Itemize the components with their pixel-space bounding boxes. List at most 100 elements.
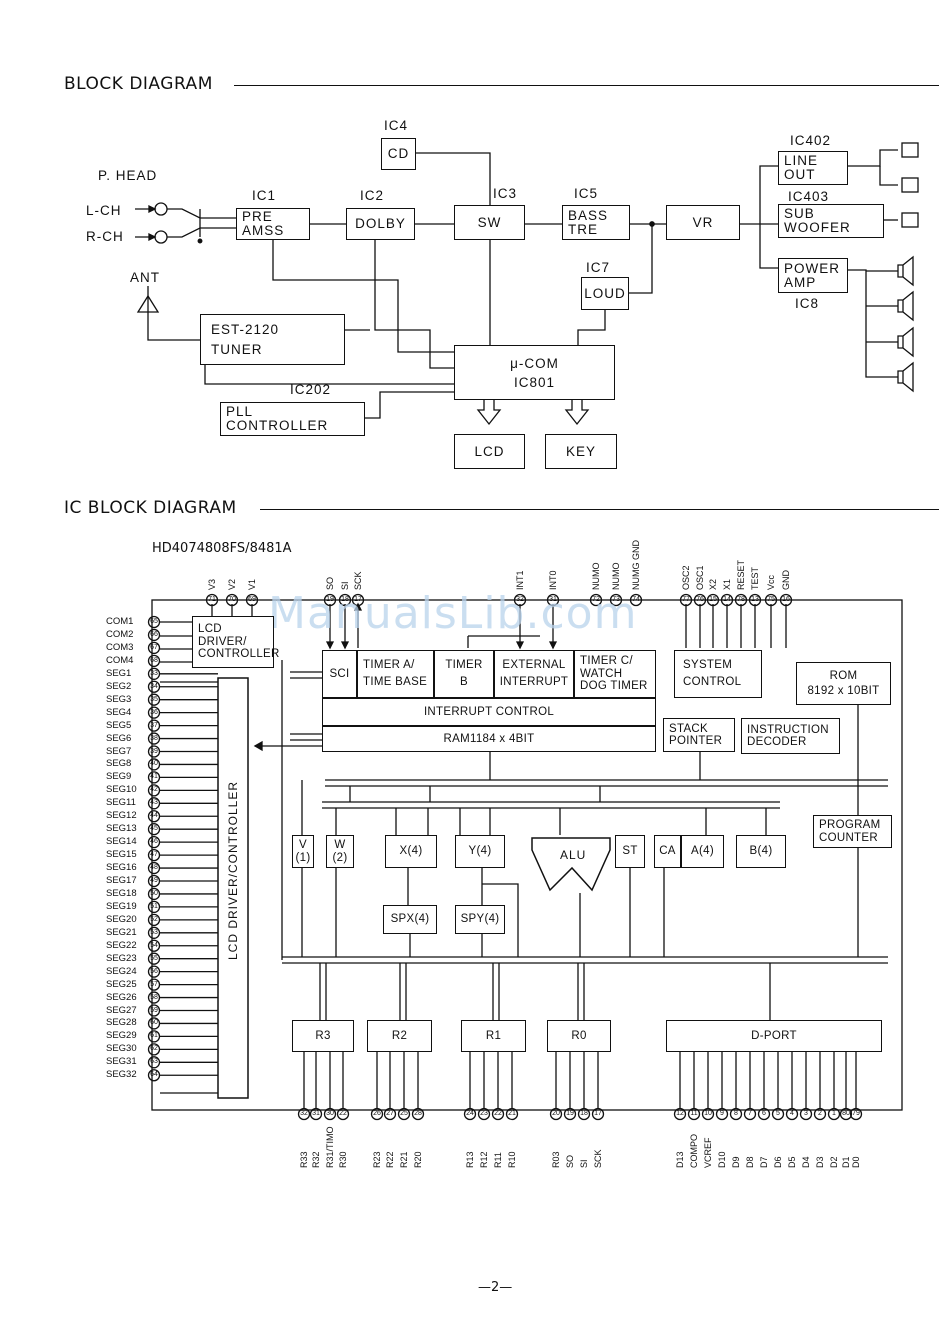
bottom-pin-label: R20 [413,1151,423,1168]
left-pin-label: SEG27 [106,1004,137,1016]
page-number: —2— [478,1280,513,1295]
r3-port: R3 [292,1020,354,1052]
pin-number: 54 [150,941,158,949]
pin-circle [147,887,161,901]
pll-controller-block: PLL CONTROLLER [220,402,365,436]
left-pin-label: SEG21 [106,926,137,938]
ic7-label: IC7 [586,260,611,275]
pin-number: 15 [709,596,717,603]
pin-circle [147,706,161,719]
pin-number: 14 [723,596,731,603]
left-pin-label: SEG11 [106,797,136,809]
program-counter-block: PROGRAM COUNTER [813,815,892,848]
pin-circle [297,1107,311,1121]
pin-circle [813,1107,827,1121]
left-pin-label: SEG5 [106,719,132,731]
external-interrupt-block: EXTERNAL INTERRUPT [494,650,574,698]
pin-number: 51 [150,902,158,910]
pin-circle [720,593,734,607]
a-register: A(4) [681,835,724,868]
left-pin-label: SEG26 [106,991,137,1003]
pin-number: 79 [852,1110,860,1117]
pin-circle [549,1107,563,1121]
bottom-pin-label: R13 [465,1151,475,1168]
pin-circle [505,1107,519,1121]
pin-circle [147,1004,161,1017]
left-pin-label: COM4 [106,654,134,666]
top-pin-label: V2 [227,578,237,590]
bottom-pin-label: R03 [551,1151,561,1168]
pin-number: 60 [150,1019,158,1027]
pin-number: 36 [150,708,158,716]
part-number: HD4074808FS/8481A [152,541,292,556]
d-port: D-PORT [666,1020,882,1052]
left-pin-label: SEG24 [106,965,137,977]
pin-number: 1 [832,1110,836,1117]
pin-number: 58 [150,993,158,1001]
bottom-pin-label: R22 [385,1151,395,1168]
rch-label: R-CH [86,229,124,244]
pin-number: 53 [150,928,158,936]
top-pin-label: NUMG GND [631,540,641,590]
speaker-icon [897,326,914,358]
pin-circle [463,1107,477,1121]
pin-number: 64 [150,1071,158,1079]
pin-circle [147,926,161,939]
pin-circle [785,1107,799,1121]
left-pin-label: SEG19 [106,900,137,912]
y-register: Y(4) [455,835,505,868]
pin-number: 23 [480,1110,488,1117]
pin-circle [706,593,720,607]
pin-circle [323,1107,337,1121]
pin-circle [147,628,161,642]
pin-circle [748,593,762,607]
pin-number: 66 [150,630,158,638]
left-pin-label: COM3 [106,641,134,653]
bottom-pin-label: VCREF [703,1137,713,1168]
left-pin-label: SEG28 [106,1017,137,1029]
bottom-pin-label: SCK [593,1149,603,1168]
pin-number: 52 [150,915,158,923]
pin-circle [849,1107,863,1121]
system-control-block: SYSTEM CONTROL [674,650,762,698]
pin-circle [757,1107,771,1121]
top-pin-label: SO [325,576,335,590]
left-pin-label: SEG30 [106,1043,137,1055]
pin-circle [477,1107,491,1121]
pin-circle [225,593,239,607]
loud-block: LOUD [581,277,629,310]
left-pin-label: SEG32 [106,1069,137,1081]
x-register: X(4) [385,835,437,868]
top-pin-label: OSC1 [695,565,705,590]
pin-number: 27 [386,1110,394,1117]
pin-number: 17 [354,596,362,603]
top-pin-label: Vcc [766,574,776,590]
left-pin-label: SEG20 [106,913,137,925]
left-pin-label: SEG13 [106,823,137,835]
pin-number: 30 [326,1110,334,1117]
pin-number: 34 [150,682,158,690]
pin-number: 18 [580,1110,588,1117]
pin-circle [546,593,560,607]
timer-a-block: TIMER A/ TIME BASE [357,650,434,698]
pin-circle [147,745,161,758]
ca-register: CA [654,835,681,868]
pin-number: 31 [549,596,557,603]
ram-block: RAM1184 x 4BIT [322,726,656,752]
bottom-pin-label: D10 [717,1151,727,1168]
pin-circle [147,719,161,732]
pin-number: 35 [150,695,158,703]
bottom-pin-label: R32 [311,1151,321,1168]
ic8-label: IC8 [795,296,820,311]
pin-number: 3 [804,1110,808,1117]
pin-circle [147,784,161,797]
pin-circle [147,1056,161,1069]
pin-number: 69 [248,596,256,603]
key-block: KEY [545,434,617,469]
pin-circle [383,1107,397,1121]
bottom-pin-label: SO [565,1154,575,1168]
w-register: W (2) [326,835,354,868]
pin-circle [323,593,337,607]
bottom-pin-label: D4 [801,1156,811,1168]
bottom-pin-label: R31/TIMO [325,1126,335,1168]
